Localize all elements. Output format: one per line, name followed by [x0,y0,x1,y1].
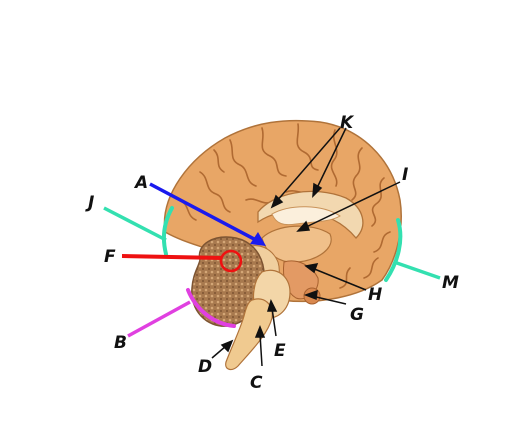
outline-j [162,206,174,256]
label-m: M [442,273,459,293]
label-d: D [198,357,212,377]
label-g: G [350,305,364,325]
leader-m [393,260,441,280]
leader-a [149,182,257,242]
label-b: B [114,333,127,353]
brainstem [225,298,273,371]
outline-m [384,218,403,282]
leader-a-arrowhead [250,232,266,246]
label-c: C [250,373,263,393]
leader-j [103,206,167,242]
label-h: H [368,285,382,305]
black-leaders [211,127,401,367]
label-e: E [274,341,286,361]
outline-b [186,288,236,328]
label-f: F [104,247,116,267]
label-k: K [340,113,355,133]
label-a: A [133,173,148,193]
label-j: J [85,193,94,213]
leader-f [121,254,223,260]
marker-f-ring [219,249,243,273]
label-i: I [402,165,408,185]
lateral-ventricle [271,206,341,226]
leader-b [127,300,191,338]
